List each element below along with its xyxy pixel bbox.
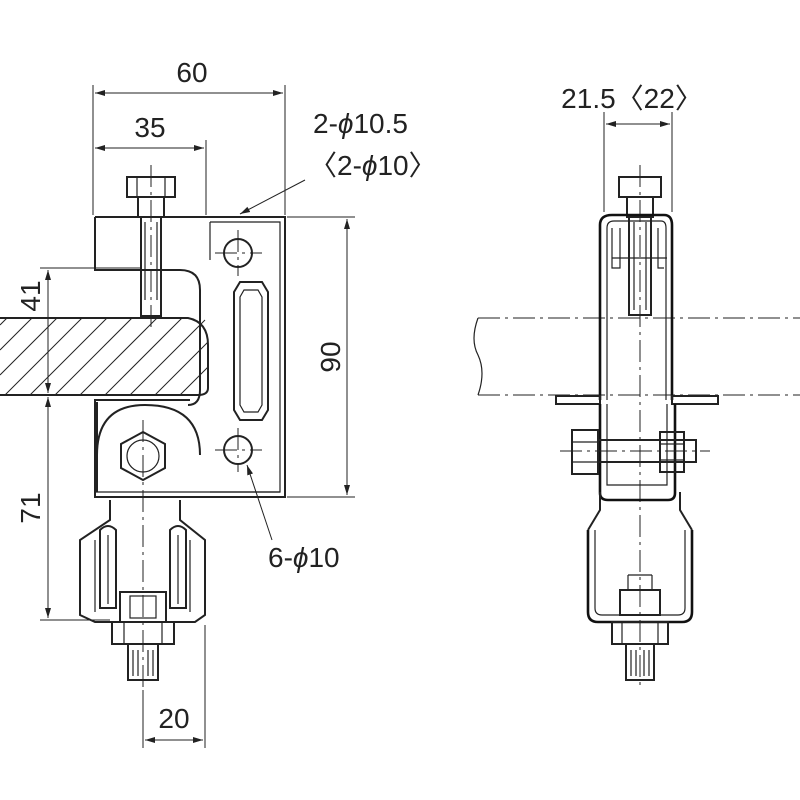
beam-hatching — [0, 317, 209, 396]
slot-window — [233, 281, 269, 421]
dim-20-label: 20 — [158, 703, 189, 734]
dim-41: 41 — [15, 267, 140, 396]
dim-41-label: 41 — [15, 280, 46, 311]
clamp-body — [94, 216, 286, 498]
dim-90-label: 90 — [315, 341, 346, 372]
side-view: 21.5〈22〉 — [473, 83, 800, 690]
hex-nut — [120, 430, 166, 482]
front-view: 60 35 90 41 71 — [0, 57, 437, 748]
side-beam — [473, 317, 800, 396]
side-top-bolt — [618, 176, 662, 316]
dim-21-5-label: 21.5〈22〉 — [561, 83, 703, 114]
dim-35: 35 — [95, 112, 207, 215]
beam-section — [0, 317, 209, 396]
side-cross-bolt — [560, 429, 710, 475]
dim-71-label: 71 — [15, 492, 46, 523]
hanger-rod — [111, 621, 175, 681]
note-large-holes-label: 2-ϕ10.5 — [313, 108, 408, 139]
note-small-holes-label: 6-ϕ10 — [268, 542, 340, 573]
note-large-holes: 2-ϕ10.5 〈2-ϕ10〉 — [239, 108, 437, 215]
dim-90: 90 — [287, 216, 355, 498]
dim-21-5: 21.5〈22〉 — [561, 83, 703, 212]
side-rod — [611, 621, 669, 681]
side-clamp — [555, 213, 719, 502]
dim-71: 71 — [15, 397, 110, 621]
note-small-holes: 6-ϕ10 — [246, 464, 340, 573]
dim-60-label: 60 — [176, 57, 207, 88]
top-bolt — [126, 165, 176, 330]
dim-35-label: 35 — [134, 112, 165, 143]
note-large-holes-alt-label: 〈2-ϕ10〉 — [309, 150, 437, 181]
dim-20: 20 — [142, 625, 206, 748]
hanger-fitting — [79, 402, 206, 690]
dim-60: 60 — [92, 57, 286, 215]
